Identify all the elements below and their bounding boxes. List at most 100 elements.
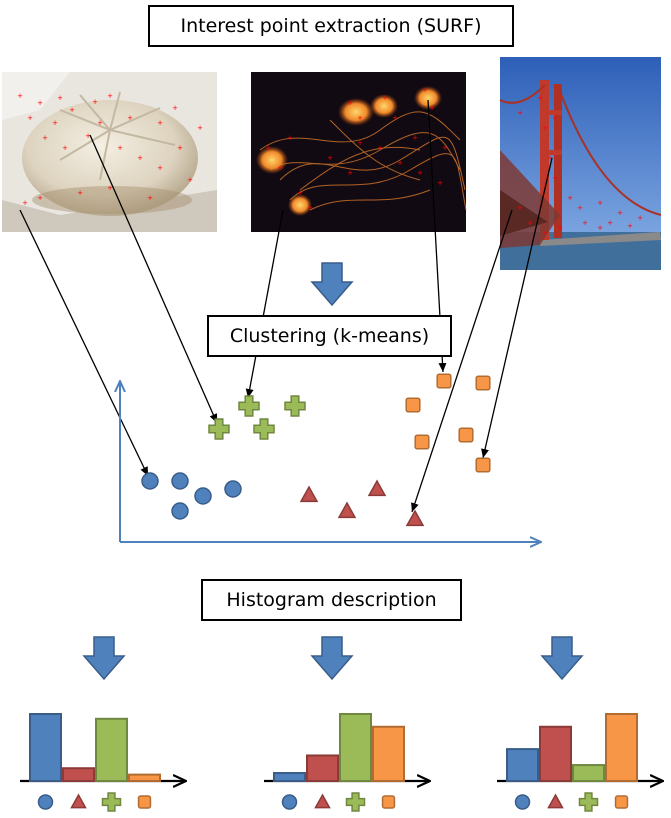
keypoint-mark: + [597, 224, 603, 232]
keypoint-mark: + [552, 174, 558, 182]
histogram-bar-square [605, 713, 638, 782]
triangle-marker [547, 793, 564, 809]
keypoint-mark: + [617, 209, 623, 217]
keypoint-mark: + [177, 144, 183, 152]
keypoint-mark: + [92, 98, 98, 106]
keypoint-mark: + [187, 176, 193, 184]
keypoint-mark: + [117, 144, 123, 152]
keypoint-mark: + [107, 184, 113, 192]
feature-mapping-arrows [19, 99, 553, 513]
square-marker [381, 795, 396, 809]
keypoint-mark: + [347, 169, 353, 177]
histogram-title-text: Histogram description [226, 589, 437, 611]
keypoint-mark: + [197, 124, 203, 132]
keypoint-mark: + [17, 92, 23, 100]
keypoint-mark: + [137, 154, 143, 162]
histogram-bar-circle [273, 772, 306, 782]
keypoint-mark: + [62, 144, 68, 152]
feature-arrow-jelly-to-plus [245, 209, 284, 399]
circle-marker [37, 794, 54, 810]
plus-marker [578, 792, 599, 812]
histogram-bar-triangle [306, 754, 339, 783]
keypoint-mark: + [542, 124, 548, 132]
clustering-title: Clustering (k-means) [207, 315, 452, 357]
keypoint-mark: + [382, 94, 388, 102]
clustering-title-text: Clustering (k-means) [229, 325, 430, 347]
keypoint-mark: + [347, 99, 353, 107]
keypoint-mark: + [127, 114, 133, 122]
circle-marker [171, 472, 189, 490]
keypoint-mark: + [277, 164, 283, 172]
keypoint-mark: + [557, 224, 563, 232]
plus-marker [101, 792, 122, 812]
feature-arrow-bun-to-circle [19, 209, 149, 477]
keypoint-mark: + [537, 94, 543, 102]
histogram-bar-square [128, 773, 161, 782]
histogram-bar-plus [572, 764, 605, 782]
keypoint-mark: + [429, 104, 435, 112]
keypoint-mark: + [542, 229, 548, 237]
bridge-photo: ++++++++++++++++++++ [499, 57, 662, 270]
keypoint-mark: + [157, 164, 163, 172]
keypoint-mark: + [397, 159, 403, 167]
square-marker [614, 795, 629, 809]
histogram-bar-triangle [62, 767, 95, 783]
circle-marker [194, 487, 212, 505]
square-marker [137, 795, 152, 809]
keypoint-mark: + [437, 179, 443, 187]
keypoint-mark: + [517, 204, 523, 212]
plus-marker [238, 395, 260, 417]
keypoint-mark: + [42, 134, 48, 142]
circle-marker [224, 480, 242, 498]
histograms [20, 713, 662, 812]
histogram-bar-triangle [539, 725, 572, 782]
keypoint-mark: + [392, 114, 398, 122]
keypoint-mark: + [307, 204, 313, 212]
keypoint-mark: + [37, 99, 43, 107]
histogram-flow-arrows [82, 636, 584, 681]
triangle-marker [367, 479, 387, 497]
keypoint-mark: + [517, 109, 523, 117]
plus-marker [208, 418, 230, 440]
keypoint-mark: + [552, 114, 558, 122]
keypoint-mark: + [442, 144, 448, 152]
square-marker [405, 397, 421, 413]
keypoint-mark: + [107, 92, 113, 100]
square-marker [458, 427, 474, 443]
cluster-points [141, 373, 491, 527]
histogram-bridge [497, 713, 662, 812]
histogram-title: Histogram description [201, 579, 462, 621]
keypoint-mark: + [85, 132, 91, 140]
feature-arrow-bridge-to-square [481, 157, 553, 459]
extraction-title-text: Interest point extraction (SURF) [180, 15, 482, 37]
keypoint-mark: + [57, 94, 63, 102]
keypoint-mark: + [27, 114, 33, 122]
circle-marker [514, 794, 531, 810]
keypoint-mark: + [582, 219, 588, 227]
feature-arrow-bridge-to-triangle [411, 209, 513, 513]
down-arrow-icon [82, 636, 126, 681]
plus-marker [345, 792, 366, 812]
histogram-bar-circle [506, 748, 539, 782]
keypoint-mark: + [527, 219, 533, 227]
circle-marker [141, 472, 159, 490]
keypoint-mark: + [357, 114, 363, 122]
triangle-marker [70, 793, 87, 809]
triangle-marker [299, 485, 319, 503]
keypoint-mark: + [147, 194, 153, 202]
keypoint-mark: + [22, 199, 28, 207]
plus-marker [284, 395, 306, 417]
histogram-bar-square [372, 725, 405, 782]
keypoint-mark: + [577, 204, 583, 212]
keypoint-mark: + [417, 169, 423, 177]
keypoint-mark: + [265, 144, 271, 152]
extraction-title: Interest point extraction (SURF) [148, 5, 514, 47]
keypoint-mark: + [52, 119, 58, 127]
keypoint-mark: + [157, 119, 163, 127]
histogram-bar-plus [95, 717, 128, 782]
jellyfish-photo: ++++++++++++++++++++ [251, 72, 467, 232]
keypoint-mark: + [547, 154, 553, 162]
square-marker [475, 375, 491, 391]
keypoint-mark: + [327, 154, 333, 162]
histogram-jellyfish [264, 713, 429, 812]
